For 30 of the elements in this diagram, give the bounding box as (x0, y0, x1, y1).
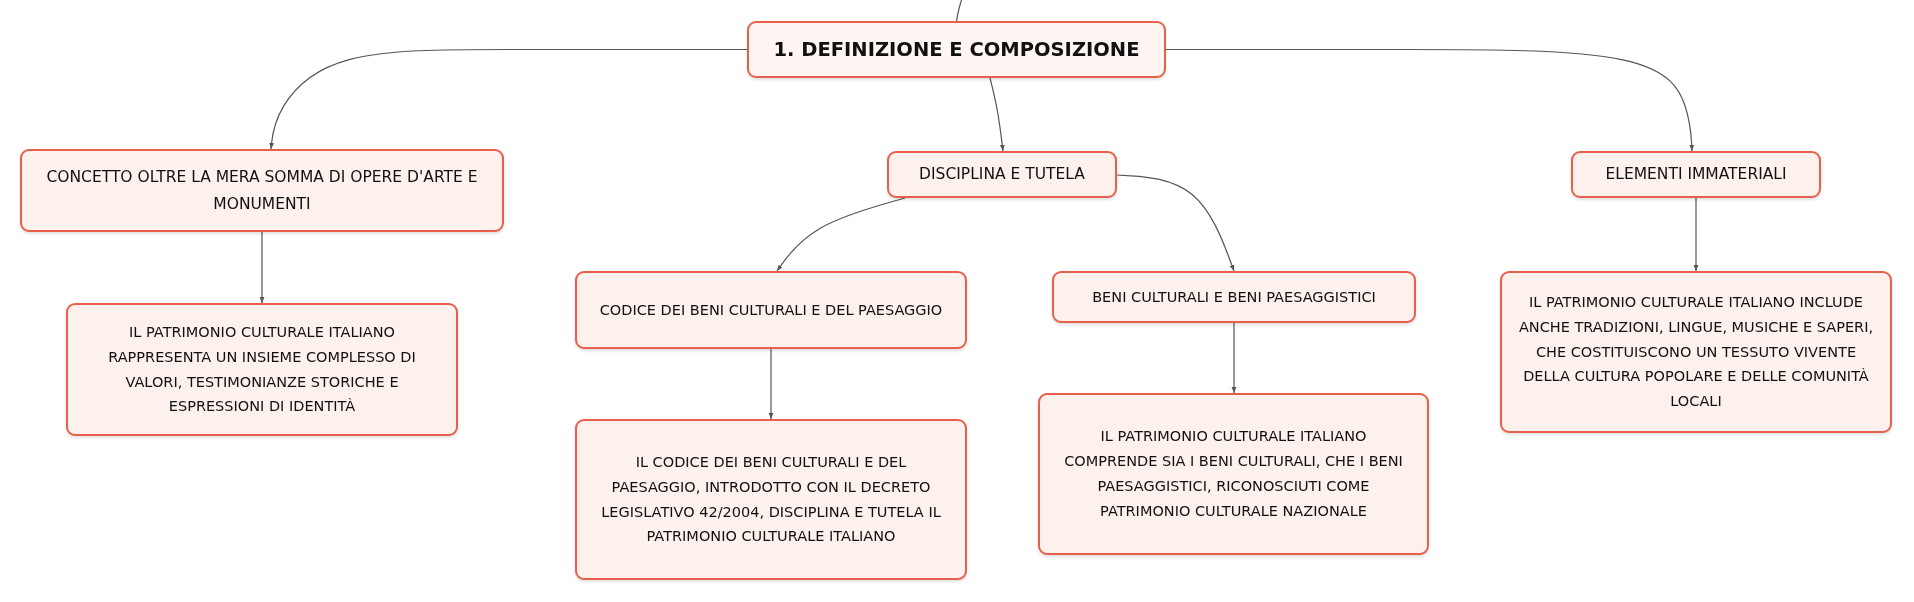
node-text: IL CODICE DEI BENI CULTURALI E DEL PAESAGGIO, INTRODOTTO CON IL DECRETO LEGISLATIVO 42/2004, DISCIPLINA E TUTELA IL PATRIMONIO CULTURALE ITALIANO (600, 452, 942, 547)
node-text: BENI CULTURALI E BENI PAESAGGISTICI (1092, 287, 1376, 307)
concept-box (1038, 393, 1429, 555)
concept-box (1052, 271, 1416, 323)
connector-line (269, 48, 748, 150)
node-text: ELEMENTI IMMATERIALI (1605, 164, 1787, 186)
node-text: CONCETTO OLTRE LA MERA SOMMA DI OPERE D'ARTE E MONUMENTI (45, 166, 479, 215)
topic-box (747, 21, 1166, 78)
connector-line (1693, 197, 1699, 272)
connector-line (955, 0, 963, 22)
concept-box (1500, 271, 1892, 433)
connector-line (1231, 322, 1237, 394)
node-text: IL PATRIMONIO CULTURALE ITALIANO INCLUDE ANCHE TRADIZIONI, LINGUE, MUSICHE E SAPERI, CHE COSTITUISCONO UN TESSUTO VIVENTE DELLA CULTURA POPOLARE E DELLE COMUNITÀ LOCALI (1517, 292, 1875, 412)
connector-line (1116, 174, 1235, 272)
connector-line (776, 197, 906, 272)
concept-box (66, 303, 458, 436)
node-text: CODICE DEI BENI CULTURALI E DEL PAESAGGIO (599, 300, 943, 320)
connector-line (989, 77, 1005, 152)
node-text: IL PATRIMONIO CULTURALE ITALIANO RAPPRESENTA UN INSIEME COMPLESSO DI VALORI, TESTIMONIANZE STORICHE E ESPRESSIONI DI IDENTITÀ (107, 322, 417, 417)
connector-line (259, 231, 265, 304)
node-text: DISCIPLINA E TUTELA (919, 164, 1085, 186)
concept-box (575, 271, 967, 349)
concept-box (20, 149, 504, 232)
node-text: 1. DEFINIZIONE E COMPOSIZIONE (773, 36, 1140, 63)
connector-line (768, 348, 774, 420)
concept-box (1571, 151, 1821, 198)
node-text: IL PATRIMONIO CULTURALE ITALIANO COMPRENDE SIA I BENI CULTURALI, CHE I BENI PAESAGGISTICI, RICONOSCIUTI COME PATRIMONIO CULTURALE NAZIONALE (1063, 427, 1404, 521)
connector-line (1165, 48, 1695, 152)
concept-box (575, 419, 967, 580)
concept-box (887, 151, 1117, 198)
